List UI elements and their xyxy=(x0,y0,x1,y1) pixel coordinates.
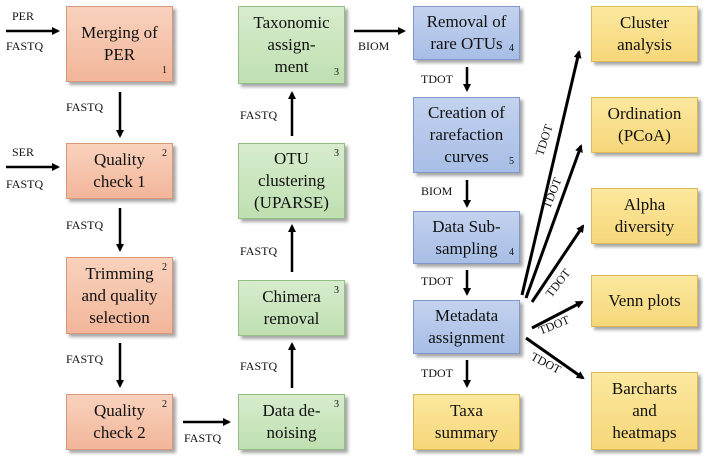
node-label: Cluster analysis xyxy=(617,13,672,54)
node-label: Barcharts and heatmaps xyxy=(611,379,678,442)
node-label: Data de- noising xyxy=(262,401,321,442)
node-removal-rare-otus: Removal of rare OTUs 4 xyxy=(413,6,520,60)
node-taxa-summary: Taxa summary xyxy=(413,394,520,450)
node-cluster-analysis: Cluster analysis xyxy=(591,6,698,62)
node-merging-per: Merging of PER 1 xyxy=(66,6,173,82)
node-rarefaction-curves: Creation of rarefaction curves 5 xyxy=(413,97,520,173)
edge-label-ser: SER xyxy=(12,145,35,159)
step-number: 1 xyxy=(162,65,167,76)
node-label: Ordination (PCoA) xyxy=(607,104,682,145)
node-data-subsampling: Data Sub- sampling 4 xyxy=(413,211,520,264)
node-label: Quality check 2 xyxy=(93,401,146,442)
step-number: 3 xyxy=(334,399,339,410)
arrow-meta-to-venn xyxy=(531,300,584,330)
step-number: 3 xyxy=(334,285,339,296)
step-number: 2 xyxy=(162,148,167,159)
node-label: Trimming and quality selection xyxy=(81,263,158,327)
step-number: 5 xyxy=(509,156,514,167)
node-otu-clustering: OTU clustering (UPARSE) 3 xyxy=(238,143,345,219)
edge-label-raref-sub: BIOM xyxy=(421,184,453,198)
edge-label-merge-q1: FASTQ xyxy=(66,100,104,114)
step-number: 3 xyxy=(334,148,339,159)
node-label: Removal of rare OTUs xyxy=(426,12,507,53)
step-number: 2 xyxy=(162,262,167,273)
edge-label-sub-meta: TDOT xyxy=(421,274,453,288)
node-label: Chimera removal xyxy=(262,287,321,328)
node-alpha-diversity: Alpha diversity xyxy=(591,188,698,244)
node-trimming: Trimming and quality selection 2 xyxy=(66,257,173,334)
node-label: OTU clustering (UPARSE) xyxy=(254,149,329,212)
node-ordination: Ordination (PCoA) xyxy=(591,97,698,153)
edge-label-rare-raref: TDOT xyxy=(421,72,453,86)
node-barcharts-heatmaps: Barcharts and heatmaps xyxy=(591,372,698,450)
node-label: Taxa summary xyxy=(434,401,499,442)
node-label: Venn plots xyxy=(608,291,681,310)
edge-label-tax-rare: BIOM xyxy=(358,39,390,53)
edge-label-meta-taxa: TDOT xyxy=(421,366,453,380)
node-label: Creation of rarefaction curves xyxy=(428,103,505,166)
edge-label-otu-tax: FASTQ xyxy=(240,108,278,122)
edge-label-trim-q2: FASTQ xyxy=(66,352,104,366)
edge-label-fastq-input-1: FASTQ xyxy=(6,39,44,53)
edge-label-chimera-otu: FASTQ xyxy=(240,244,278,258)
step-number: 3 xyxy=(334,67,339,78)
node-taxonomic-assignment: Taxonomic assign- ment 3 xyxy=(238,6,345,84)
node-venn-plots: Venn plots xyxy=(591,275,698,327)
edge-label-q2-denoise: FASTQ xyxy=(184,431,222,445)
step-number: 4 xyxy=(509,43,514,54)
arrow-meta-to-ordination xyxy=(524,144,583,299)
arrow-meta-to-cluster xyxy=(520,50,582,296)
node-label: Metadata assignment xyxy=(428,306,505,347)
edge-label-denoise-chimera: FASTQ xyxy=(240,359,278,373)
step-number: 4 xyxy=(509,247,514,258)
edge-label-fastq-input-2: FASTQ xyxy=(6,177,44,191)
node-quality-check-2: Quality check 2 2 xyxy=(66,394,173,450)
node-chimera-removal: Chimera removal 3 xyxy=(238,280,345,336)
node-label: Alpha diversity xyxy=(614,195,675,236)
node-quality-check-1: Quality check 1 2 xyxy=(66,143,173,199)
edge-label-per: PER xyxy=(12,9,35,23)
node-label: Taxonomic assign- ment xyxy=(253,13,330,76)
node-data-denoising: Data de- noising 3 xyxy=(238,394,345,450)
arrow-meta-to-alpha xyxy=(530,224,585,303)
node-label: Merging of PER xyxy=(81,23,158,64)
node-label: Quality check 1 xyxy=(93,150,146,191)
node-label: Data Sub- sampling xyxy=(432,216,501,258)
step-number: 2 xyxy=(162,399,167,410)
arrow-meta-to-barcharts xyxy=(525,336,585,380)
edge-label-q1-trim: FASTQ xyxy=(66,218,104,232)
node-metadata-assignment: Metadata assignment xyxy=(413,300,520,354)
